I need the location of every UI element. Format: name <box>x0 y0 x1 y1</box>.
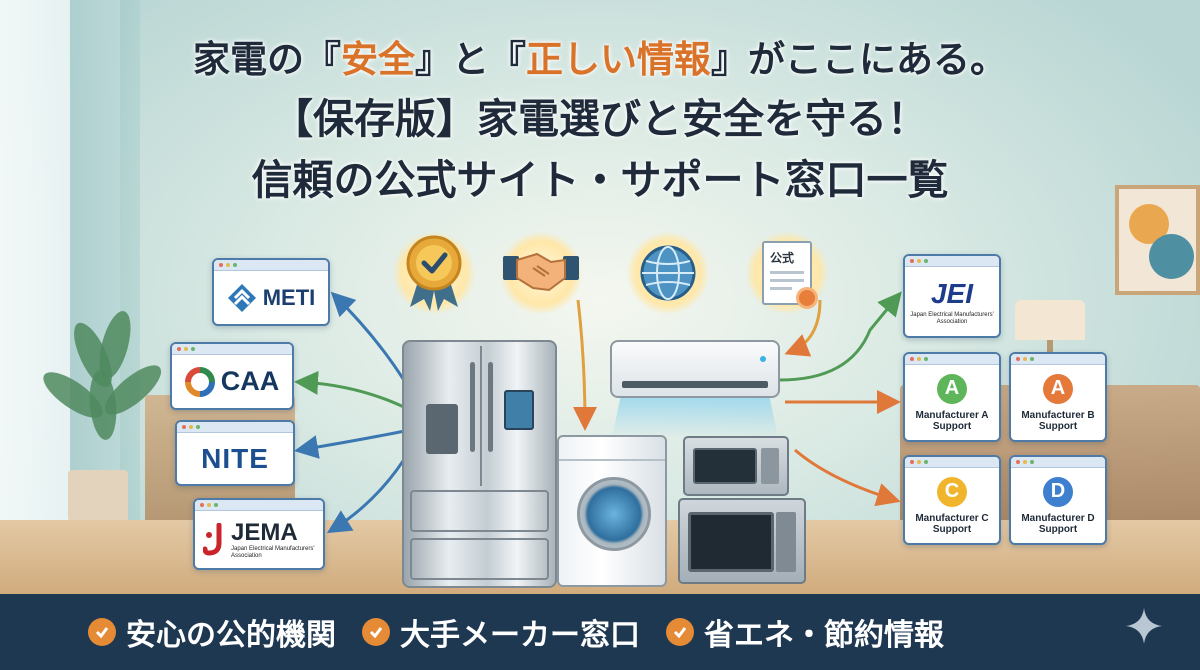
official-document-icon: 公式 <box>746 232 828 314</box>
microwave <box>683 436 789 496</box>
manufacturer-c-logo: C <box>937 476 967 507</box>
plant <box>36 300 169 480</box>
curtain <box>70 0 140 560</box>
air-conditioner <box>610 340 780 398</box>
headline-accent-info: 正しい情報 <box>526 38 711 81</box>
jei-label: JEI <box>930 277 974 309</box>
manufacturer-a-logo: A <box>937 373 967 404</box>
manufacturer-a-label: Manufacturer A Support <box>915 409 989 432</box>
manufacturer-b-logo: A <box>1043 373 1073 404</box>
card-meti[interactable]: METI <box>212 258 330 326</box>
feature-label: 大手メーカー窓口 <box>400 618 640 653</box>
feature-label: 省エネ・節約情報 <box>704 618 944 653</box>
award-ribbon-check-icon <box>393 232 475 314</box>
feature-energy-saving: 省エネ・節約情報 <box>666 610 944 654</box>
sparkle-icon <box>1126 608 1162 644</box>
caa-logo-icon <box>184 366 215 397</box>
feature-manufacturer-support: 大手メーカー窓口 <box>362 610 640 654</box>
headline: 家電の『安全』と『正しい情報』がここにある。 【保存版】家電選びと安全を守る！ … <box>0 32 1200 210</box>
headline-text: 家電の『 <box>193 38 341 81</box>
airflow <box>612 398 778 438</box>
nite-label: NITE <box>201 442 269 474</box>
oven <box>678 498 806 584</box>
washing-machine <box>557 435 667 587</box>
card-jei[interactable]: JEI Japan Electrical Manufacturers' Asso… <box>903 254 1001 338</box>
card-manufacturer-c[interactable]: C Manufacturer C Support <box>903 455 1001 545</box>
jema-subtitle: Japan Electrical Manufacturers' Associat… <box>231 545 315 559</box>
headline-accent-safety: 安全 <box>341 38 415 81</box>
seal-icon <box>796 287 818 309</box>
water-dispenser <box>426 404 458 454</box>
headline-text: 』がここにある。 <box>711 38 1007 81</box>
jema-label: JEMA <box>231 518 298 546</box>
headline-line-2: 【保存版】家電選びと安全を守る！ <box>272 95 928 143</box>
globe-icon <box>627 232 709 314</box>
jei-subtitle: Japan Electrical Manufacturers' Associat… <box>910 311 994 325</box>
feature-label: 安心の公的機関 <box>126 618 336 653</box>
feature-bar: 安心の公的機関 大手メーカー窓口 省エネ・節約情報 <box>0 594 1200 670</box>
card-nite[interactable]: NITE <box>175 420 295 486</box>
lamp-shade <box>1015 300 1085 340</box>
document-label: 公式 <box>770 251 795 265</box>
meti-logo-icon <box>227 283 256 312</box>
check-icon <box>88 618 116 646</box>
manufacturer-c-label: Manufacturer C Support <box>915 512 989 535</box>
card-jema[interactable]: JEMA Japan Electrical Manufacturers' Ass… <box>193 498 325 570</box>
fridge-screen <box>504 390 534 430</box>
wall-picture <box>1115 185 1200 295</box>
handshake-icon <box>500 232 582 314</box>
headline-text: 』と『 <box>415 38 526 81</box>
caa-label: CAA <box>220 366 280 396</box>
headline-line-1: 家電の『安全』と『正しい情報』がここにある。 <box>0 32 1200 88</box>
check-icon <box>666 618 694 646</box>
manufacturer-d-logo: D <box>1043 476 1073 507</box>
headline-line-3: 信頼の公式サイト・サポート窓口一覧 <box>251 156 949 204</box>
manufacturer-d-label: Manufacturer D Support <box>1021 512 1095 535</box>
card-manufacturer-b[interactable]: A Manufacturer B Support <box>1009 352 1107 442</box>
card-manufacturer-d[interactable]: D Manufacturer D Support <box>1009 455 1107 545</box>
card-caa[interactable]: CAA <box>170 342 294 410</box>
check-icon <box>362 618 390 646</box>
refrigerator <box>402 340 557 588</box>
feature-public-agencies: 安心の公的機関 <box>88 610 336 654</box>
jema-logo-icon <box>203 522 222 556</box>
meti-label: METI <box>262 284 316 310</box>
card-manufacturer-a[interactable]: A Manufacturer A Support <box>903 352 1001 442</box>
manufacturer-b-label: Manufacturer B Support <box>1021 409 1095 432</box>
